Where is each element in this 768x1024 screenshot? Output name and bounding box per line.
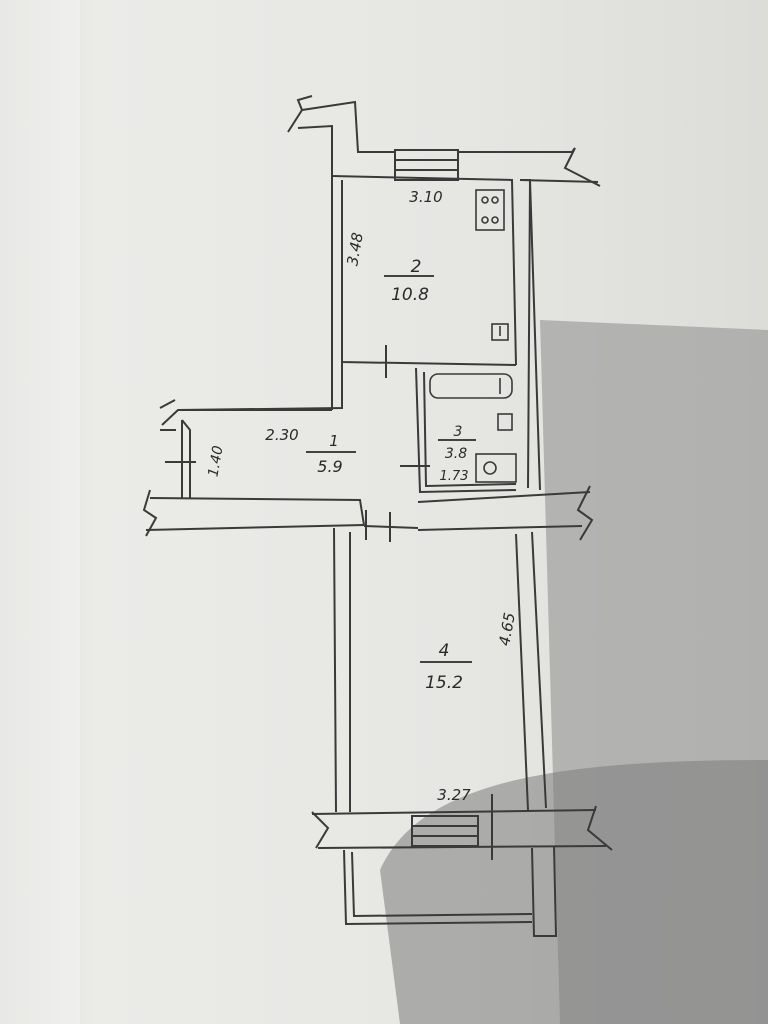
room-4-area: 15.2: [425, 673, 463, 693]
dimension-room4-width: 3.27: [437, 786, 471, 804]
bathtub-icon: [429, 373, 513, 399]
dimension-kitchen-depth: 3.48: [343, 231, 367, 267]
room-2-number: 2: [411, 257, 422, 277]
toilet-icon: [475, 453, 517, 483]
room-3-number: 3: [454, 424, 463, 440]
paper-glare: [0, 0, 80, 1024]
room-1-area: 5.9: [317, 457, 342, 476]
dimension-kitchen-width: 3.10: [409, 188, 442, 206]
label-rules: [306, 275, 476, 663]
sink-icon: [491, 323, 509, 341]
room-3-area: 3.8: [445, 446, 467, 462]
room-1-number: 1: [329, 432, 339, 450]
dimension-room4-length: 4.65: [495, 611, 519, 647]
fixtures: [429, 189, 517, 483]
walls: [142, 95, 613, 937]
room-4-number: 4: [439, 641, 450, 661]
door-marks: [165, 345, 493, 860]
dimension-hall-length: 2.30: [265, 426, 298, 444]
washbasin-icon: [497, 413, 513, 431]
room-2-area: 10.8: [391, 285, 429, 305]
stove-icon: [475, 189, 505, 231]
dimension-bathroom-width: 1.73: [440, 469, 469, 484]
dimension-hall-width: 1.40: [205, 444, 226, 478]
